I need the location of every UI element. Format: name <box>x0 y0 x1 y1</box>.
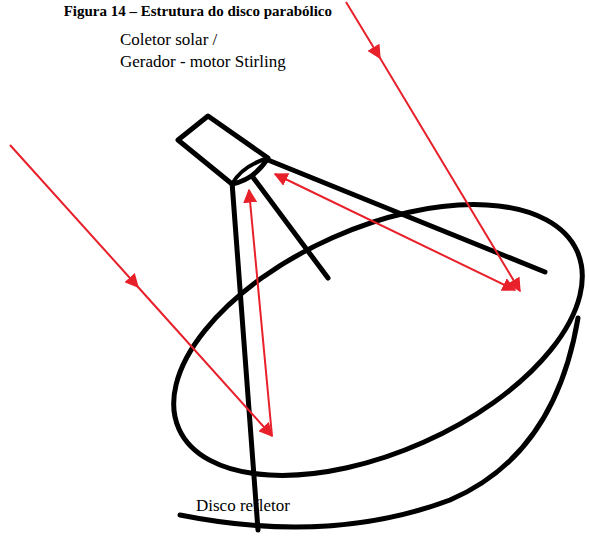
collector-body <box>178 116 268 184</box>
reflected-ray <box>249 190 272 436</box>
reflected-ray <box>275 174 515 290</box>
dish-rim <box>133 149 589 531</box>
collector-label: Coletor solar / <box>120 30 217 50</box>
figure-title: Figura 14 – Estrutura do disco parabólic… <box>64 3 332 20</box>
dish-underside <box>180 318 578 527</box>
right-strut <box>268 160 545 272</box>
collector-face <box>232 158 268 184</box>
dish-label: Disco refletor <box>196 496 290 516</box>
incident-ray <box>10 145 272 436</box>
middle-strut <box>252 176 328 278</box>
incident-ray <box>346 2 520 291</box>
collector-label: Gerador - motor Stirling <box>120 52 286 72</box>
